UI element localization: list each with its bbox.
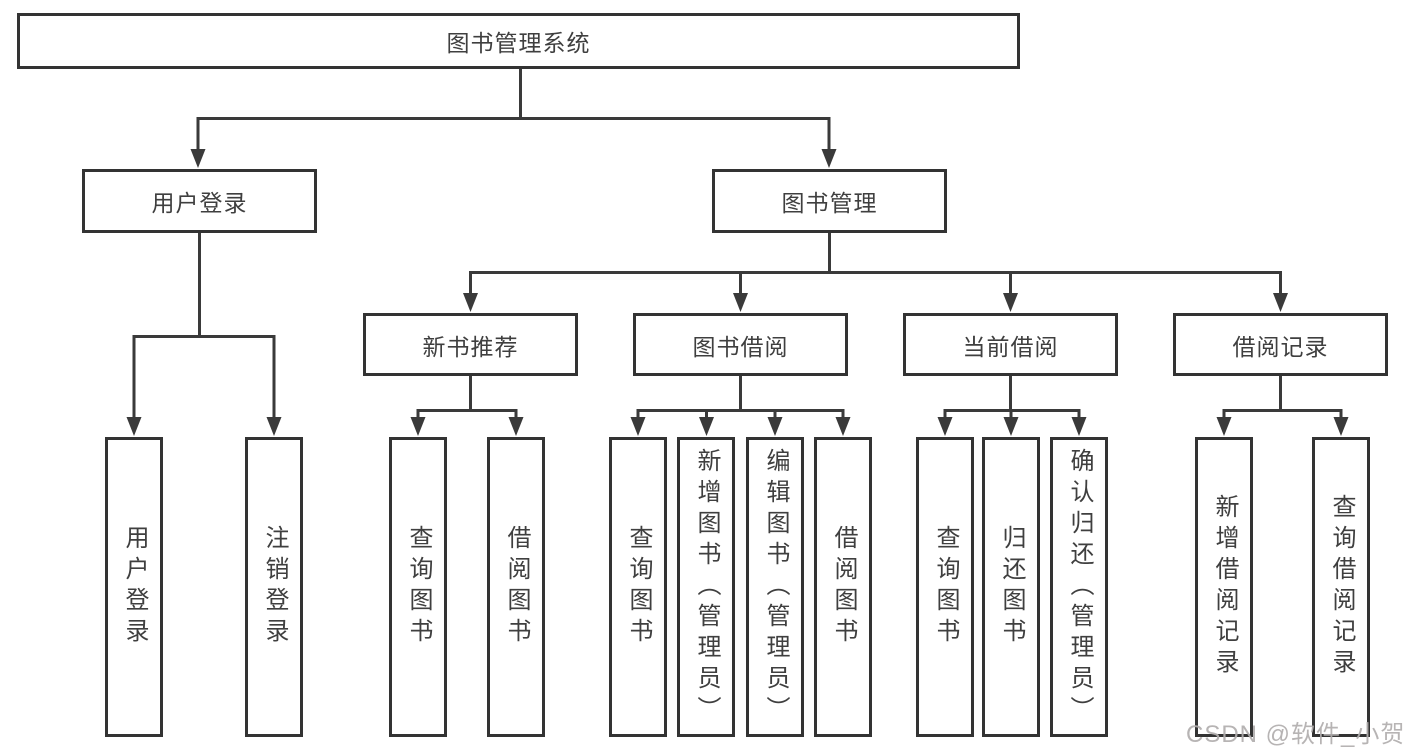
leaf-borrow-books-recommend: 借阅图书 bbox=[487, 437, 545, 737]
leaf-return-book: 归还图书 bbox=[982, 437, 1040, 737]
node-new-book-recommend: 新书推荐 bbox=[363, 313, 578, 376]
node-borrow-records: 借阅记录 bbox=[1173, 313, 1388, 376]
node-current-borrow: 当前借阅 bbox=[903, 313, 1118, 376]
leaf-query-books-recommend: 查询图书 bbox=[389, 437, 447, 737]
leaf-confirm-return-admin: 确认归还（管理员） bbox=[1050, 437, 1108, 737]
leaf-query-borrow-record: 查询借阅记录 bbox=[1312, 437, 1370, 737]
edge-book-mgmt-bar bbox=[469, 271, 1282, 296]
leaf-query-books-borrow: 查询图书 bbox=[609, 437, 667, 737]
node-user-login: 用户登录 bbox=[82, 169, 317, 233]
leaf-borrow-books: 借阅图书 bbox=[814, 437, 872, 737]
edge-book-borrow-bar bbox=[636, 409, 845, 420]
leaf-logout: 注销登录 bbox=[245, 437, 303, 737]
arrowheads bbox=[126, 149, 1349, 436]
csdn-watermark: CSDN @软件_小贺同学 bbox=[1186, 721, 1405, 747]
edge-root-bar bbox=[196, 117, 831, 152]
leaf-add-borrow-record: 新增借阅记录 bbox=[1195, 437, 1253, 737]
leaf-add-book-admin: 新增图书（管理员） bbox=[677, 437, 735, 737]
edge-borrow-records-bar bbox=[1222, 409, 1343, 420]
node-root: 图书管理系统 bbox=[17, 13, 1020, 69]
leaf-edit-book-admin: 编辑图书（管理员） bbox=[746, 437, 804, 737]
leaf-user-login: 用户登录 bbox=[105, 437, 163, 737]
edge-user-login-bar bbox=[132, 335, 276, 420]
leaf-query-books-current: 查询图书 bbox=[916, 437, 974, 737]
edge-new-book-bar bbox=[416, 409, 518, 420]
node-book-management: 图书管理 bbox=[712, 169, 947, 233]
node-book-borrow: 图书借阅 bbox=[633, 313, 848, 376]
